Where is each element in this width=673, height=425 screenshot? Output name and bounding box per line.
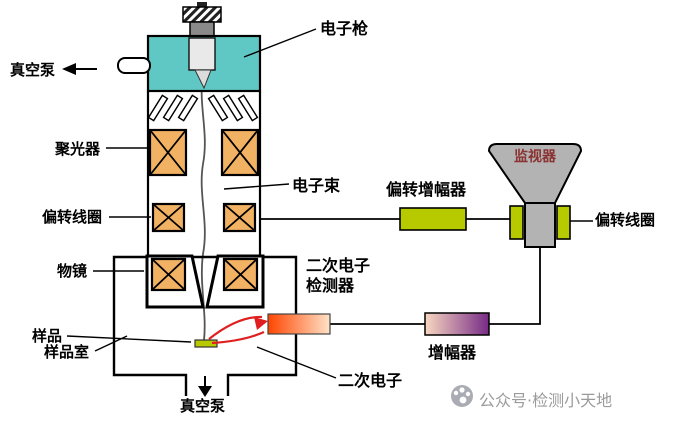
label-electron-gun: 电子枪 [320,19,369,38]
label-monitor: 监视器 [514,149,556,165]
vacuum-pipe [117,57,151,74]
deflection-coil-left-b [222,202,257,233]
monitor-neck [524,202,556,248]
leader-electron-beam [223,183,290,190]
monitor-deflection-coil-right [556,205,571,240]
label-secondary-detector-line1: 二次电子 [306,256,371,275]
label-sample-chamber: 样品室 [44,343,90,361]
watermark-text: 公众号·检测小天地 [479,391,613,410]
label-objective-lens: 物镜 [57,262,88,280]
condenser-coil-right [220,128,260,177]
anode-plates [147,94,259,122]
leader-sample-chamber [94,335,128,352]
label-secondary-detector: 二次电子 检测器 [306,256,370,296]
gun-base-block [189,21,215,37]
gun-insulator-hatched [182,6,222,23]
label-sample: 样品 [32,327,63,345]
label-amplifier: 增幅器 [428,343,477,362]
leader-electron-gun [243,28,317,58]
deflection-coil-left-a [151,202,186,233]
gun-tip [194,69,212,90]
label-secondary-detector-line2: 检测器 [306,276,355,295]
gun-terminal [197,2,207,8]
secondary-electrons-fan [208,315,268,345]
label-deflection-amplifier: 偏转增幅器 [386,180,467,199]
vacuum-arrow-left [62,63,76,75]
deflection-amplifier-box [399,207,467,231]
label-vacuum-pump-bottom: 真空泵 [180,397,226,415]
leader-sample [66,335,192,343]
monitor-screen [487,143,583,204]
objective-coil-right [222,257,259,292]
watermark-logo-icon [451,385,473,407]
objective-coil-left [150,257,187,292]
condenser-coil-left [148,128,188,177]
label-secondary-electron: 二次电子 [338,371,403,390]
label-condenser: 聚光器 [55,140,101,158]
amplifier-box [424,312,490,336]
secondary-electron-detector-box [267,313,331,335]
label-deflection-coil-right: 偏转线圈 [595,211,656,229]
monitor-deflection-coil-left [509,205,524,240]
electron-beam-line [200,73,206,341]
sample-chamber-outline [112,255,298,396]
vacuum-arrow-bottom [198,386,212,397]
label-deflection-coil-left: 偏转线圈 [42,208,103,226]
leader-secondary-electron [256,346,337,379]
wire-amplifier-to-monitor [489,247,541,325]
gun-cathode [188,37,216,71]
label-electron-beam: 电子束 [292,176,341,195]
label-vacuum-pump-left: 真空泵 [10,61,56,79]
